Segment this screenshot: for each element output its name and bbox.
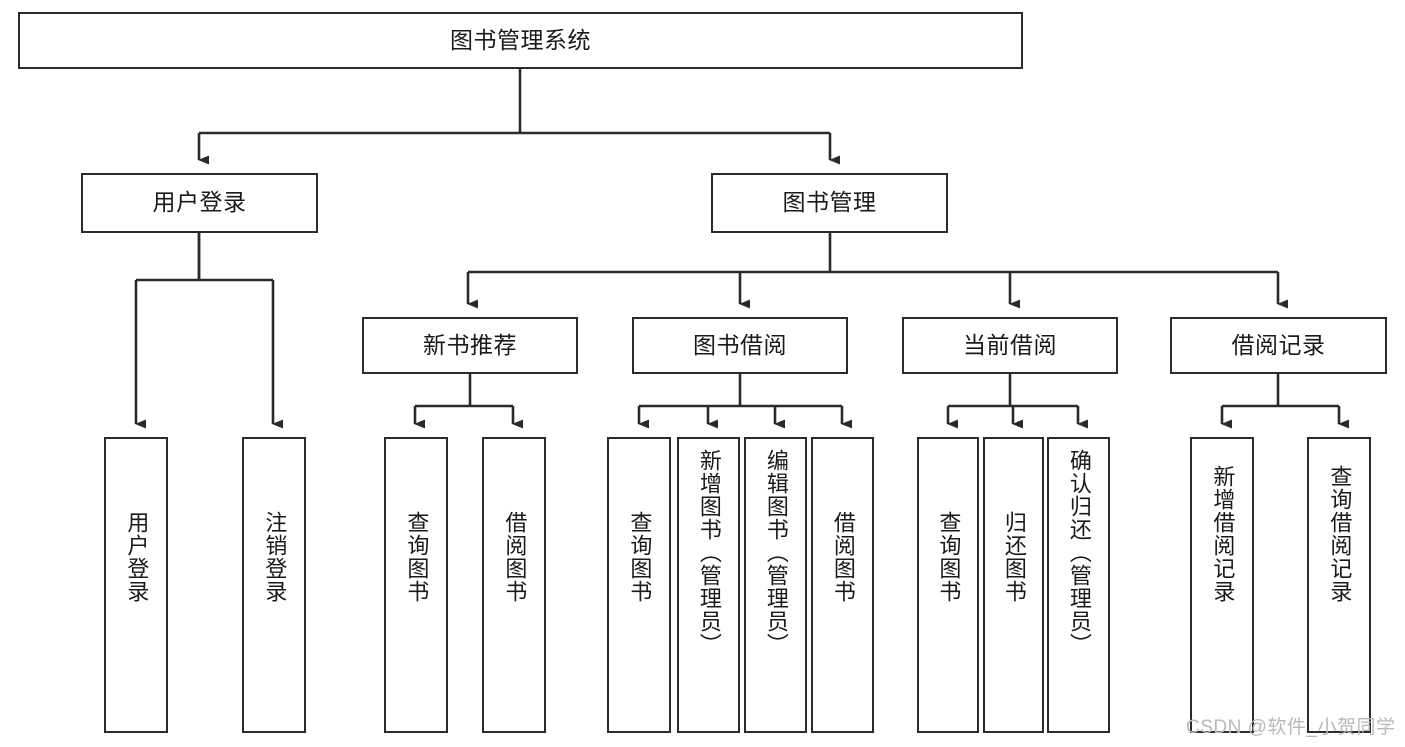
node-label: 借阅记录: [1231, 331, 1326, 358]
node-label: 编辑图书（管理员）: [763, 449, 789, 656]
node-book-manage[interactable]: 图书管理: [711, 173, 948, 233]
node-label: 新书推荐: [423, 331, 517, 358]
leaf-query-book-borrow[interactable]: 查询图书: [607, 437, 671, 733]
node-label: 新增图书（管理员）: [696, 449, 722, 656]
node-new-book-recommend[interactable]: 新书推荐: [362, 317, 578, 374]
leaf-query-borrow-record[interactable]: 查询借阅记录: [1307, 437, 1371, 733]
leaf-return-book[interactable]: 归还图书: [983, 437, 1044, 733]
node-user-login[interactable]: 用户登录: [81, 173, 318, 233]
node-label: 查询图书: [936, 511, 962, 603]
node-label: 借阅图书: [502, 511, 528, 603]
leaf-confirm-return-admin[interactable]: 确认归还（管理员）: [1047, 437, 1110, 733]
node-label: 新增借阅记录: [1210, 465, 1236, 603]
leaf-edit-book-admin[interactable]: 编辑图书（管理员）: [744, 437, 807, 733]
leaf-query-book-current[interactable]: 查询图书: [917, 437, 979, 733]
leaf-borrow-book-recommend[interactable]: 借阅图书: [482, 437, 546, 733]
node-label: 查询借阅记录: [1327, 465, 1353, 603]
node-label: 查询图书: [404, 511, 430, 603]
leaf-add-book-admin[interactable]: 新增图书（管理员）: [677, 437, 740, 733]
csdn-watermark: CSDN @软件_小贺同学: [1186, 717, 1396, 738]
node-label: 图书借阅: [693, 331, 787, 358]
node-label: 确认归还（管理员）: [1066, 449, 1092, 656]
leaf-logout[interactable]: 注销登录: [242, 437, 306, 733]
leaf-borrow-book-borrow[interactable]: 借阅图书: [811, 437, 874, 733]
leaf-add-borrow-record[interactable]: 新增借阅记录: [1190, 437, 1254, 733]
node-label: 借阅图书: [830, 511, 856, 603]
node-label: 用户登录: [152, 189, 247, 216]
node-label: 图书管理: [782, 189, 877, 216]
node-label: 当前借阅: [963, 331, 1057, 358]
node-root-system[interactable]: 图书管理系统: [18, 12, 1023, 69]
node-label: 归还图书: [1001, 511, 1027, 603]
node-label: 注销登录: [262, 511, 288, 603]
node-label: 用户登录: [124, 511, 150, 603]
leaf-user-login[interactable]: 用户登录: [104, 437, 168, 733]
node-borrow-record[interactable]: 借阅记录: [1170, 317, 1387, 374]
leaf-query-book-recommend[interactable]: 查询图书: [384, 437, 448, 733]
node-current-borrow[interactable]: 当前借阅: [902, 317, 1118, 374]
node-label: 图书管理系统: [450, 26, 591, 53]
node-book-borrow[interactable]: 图书借阅: [632, 317, 848, 374]
node-label: 查询图书: [627, 511, 653, 603]
